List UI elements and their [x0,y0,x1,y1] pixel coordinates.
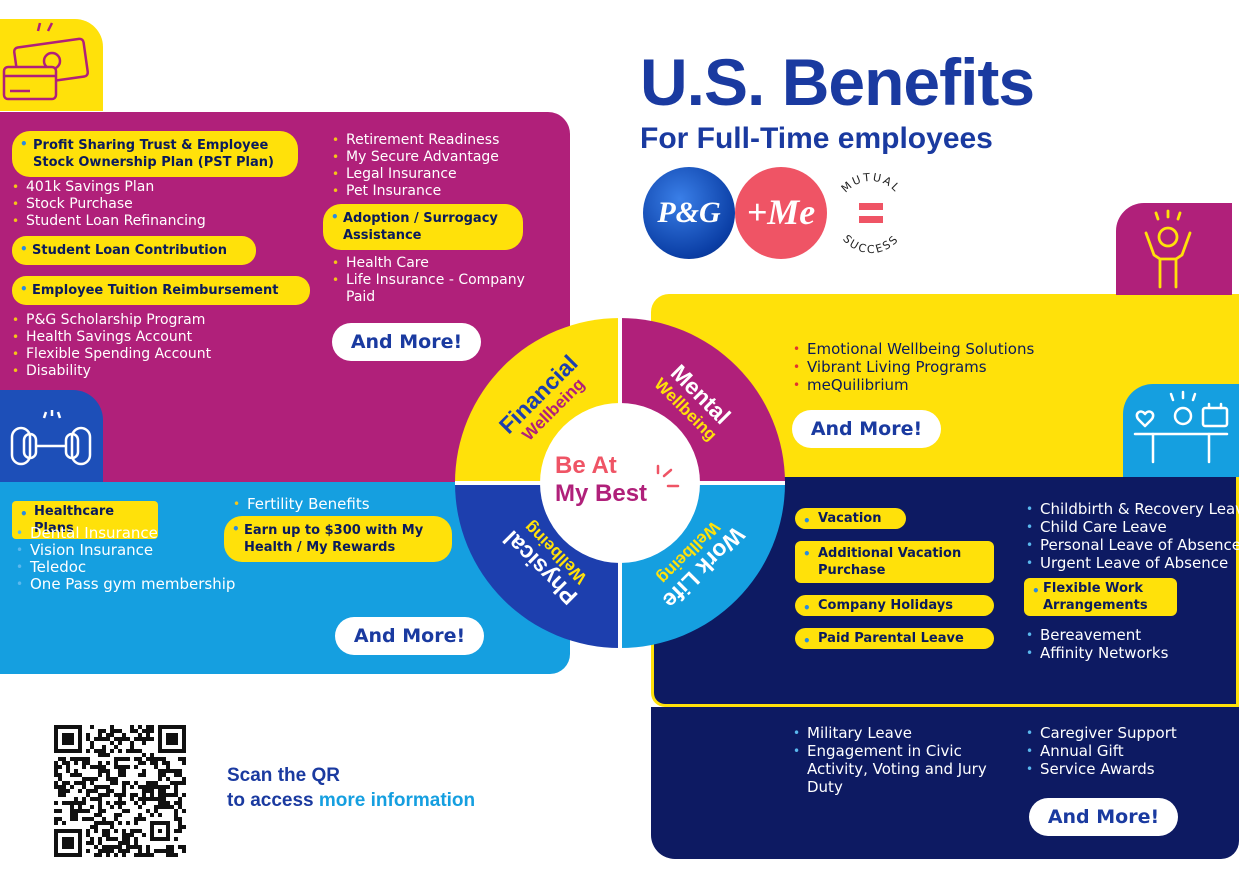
pill-addvac-text: Additional Vacation Purchase [818,546,962,578]
qr-caption: Scan the QR to access more information [227,763,475,813]
worklife-list-2: Bereavement Affinity Networks [1026,626,1168,662]
list-item: P&G Scholarship Program [12,312,211,329]
worklife-list-4: Caregiver Support Annual Gift Service Aw… [1026,724,1177,778]
list-item: Military Leave [793,724,1023,742]
financial-list-2: P&G Scholarship Program Health Savings A… [12,312,211,380]
list-item: Engagement in Civic Activity, Voting and… [793,742,1023,796]
money-card-icon [0,19,103,111]
list-item: Legal Insurance [332,166,499,183]
list-item: Fertility Benefits [233,496,370,514]
physical-list-1: Dental Insurance Vision Insurance Teledo… [16,525,235,594]
list-item: Dental Insurance [16,525,235,543]
list-item: Retirement Readiness [332,132,499,149]
list-item: Stock Purchase [12,196,206,213]
mutual-text: MUTUAL [839,171,902,195]
qr-line1: Scan the QR [227,765,340,786]
list-item: My Secure Advantage [332,149,499,166]
list-item: Life Insurance - Company Paid [332,272,542,306]
pill-flexible-work: Flexible Work Arrangements [1024,578,1177,616]
financial-list-3: Retirement Readiness My Secure Advantage… [332,132,499,200]
list-item: Health Savings Account [12,329,211,346]
worklife-more-button[interactable]: And More! [1029,798,1178,836]
pill-pst-text: Profit Sharing Trust & Employee Stock Ow… [33,138,274,170]
qr-line2: to access more information [227,788,475,813]
pill-rewards: Earn up to $300 with My Health / My Rewa… [224,516,452,562]
financial-list-4: Health Care Life Insurance - Company Pai… [332,255,542,306]
wheel-center-line1: Be At [555,452,617,479]
qr-line2-start: to access [227,790,319,811]
mental-list: Emotional Wellbeing Solutions Vibrant Li… [793,340,1034,394]
list-item: Vibrant Living Programs [793,358,1034,376]
pill-holidays: Company Holidays [795,595,994,617]
list-item: Vision Insurance [16,542,235,560]
mental-more-button[interactable]: And More! [792,410,941,448]
pill-vacation: Vacation [795,508,906,530]
pill-rewards-text: Earn up to $300 with My Health / My Rewa… [244,523,424,555]
pill-parental-text: Paid Parental Leave [818,631,964,646]
list-item: Flexible Spending Account [12,346,211,363]
pg-logo: P&G [643,167,735,259]
physical-list-2: Fertility Benefits [233,496,370,514]
list-item: Health Care [332,255,542,272]
list-item: Teledoc [16,559,235,577]
list-item: Childbirth & Recovery Leave [1026,500,1239,518]
list-item: 401k Savings Plan [12,179,206,196]
worklife-list-1: Childbirth & Recovery Leave Child Care L… [1026,500,1239,572]
qr-line2-link[interactable]: more information [318,790,476,811]
page-subtitle: For Full-Time employees [640,122,993,155]
svg-text:MUTUAL: MUTUAL [839,171,904,195]
pill-student-text: Student Loan Contribution [32,243,227,258]
list-item: meQuilibrium [793,376,1034,394]
list-item: Personal Leave of Absence [1026,536,1239,554]
success-text: SUCCESS [840,232,899,256]
list-item: Caregiver Support [1026,724,1177,742]
list-item: One Pass gym membership [16,576,235,594]
dumbbell-icon [0,390,103,482]
wellbeing-wheel: Be At My Best Financial Wellbeing Mental… [455,318,785,648]
mutual-success-logo: MUTUAL SUCCESS [825,167,917,259]
pill-tuition-text: Employee Tuition Reimbursement [32,283,279,298]
list-item: Child Care Leave [1026,518,1239,536]
pill-additional-vacation: Additional Vacation Purchase [795,541,994,583]
pill-student-loan: Student Loan Contribution [12,236,256,265]
page-title: U.S. Benefits [640,45,1035,119]
me-logo-text: +Me [746,192,816,232]
list-item: Student Loan Refinancing [12,213,206,230]
pill-flex-text: Flexible Work Arrangements [1043,581,1148,613]
list-item: Annual Gift [1026,742,1177,760]
list-item: Urgent Leave of Absence [1026,554,1239,572]
physical-more-button[interactable]: And More! [335,617,484,655]
me-logo: +Me [735,167,827,259]
pill-adoption-text: Adoption / Surrogacy Assistance [343,211,498,243]
wheel-center-line2: My Best [555,480,648,507]
cheering-person-icon [1116,203,1232,295]
list-item: Emotional Wellbeing Solutions [793,340,1034,358]
list-item: Bereavement [1026,626,1168,644]
list-item: Disability [12,363,211,380]
qr-code[interactable] [54,725,186,857]
list-item: Service Awards [1026,760,1177,778]
pill-parental: Paid Parental Leave [795,628,994,650]
financial-more-button[interactable]: And More! [332,323,481,361]
worklife-list-3: Military Leave Engagement in Civic Activ… [793,724,1023,796]
pill-vacation-text: Vacation [818,511,882,526]
list-item: Affinity Networks [1026,644,1168,662]
list-item: Pet Insurance [332,183,499,200]
family-desk-icon [1123,384,1239,477]
pg-logo-text: P&G [657,196,721,229]
pill-tuition: Employee Tuition Reimbursement [12,276,310,305]
financial-list-1: 401k Savings Plan Stock Purchase Student… [12,179,206,230]
pill-pst-plan: Profit Sharing Trust & Employee Stock Ow… [12,131,298,177]
pill-adoption: Adoption / Surrogacy Assistance [323,204,523,250]
svg-text:SUCCESS: SUCCESS [840,232,901,256]
pill-holidays-text: Company Holidays [818,598,953,613]
